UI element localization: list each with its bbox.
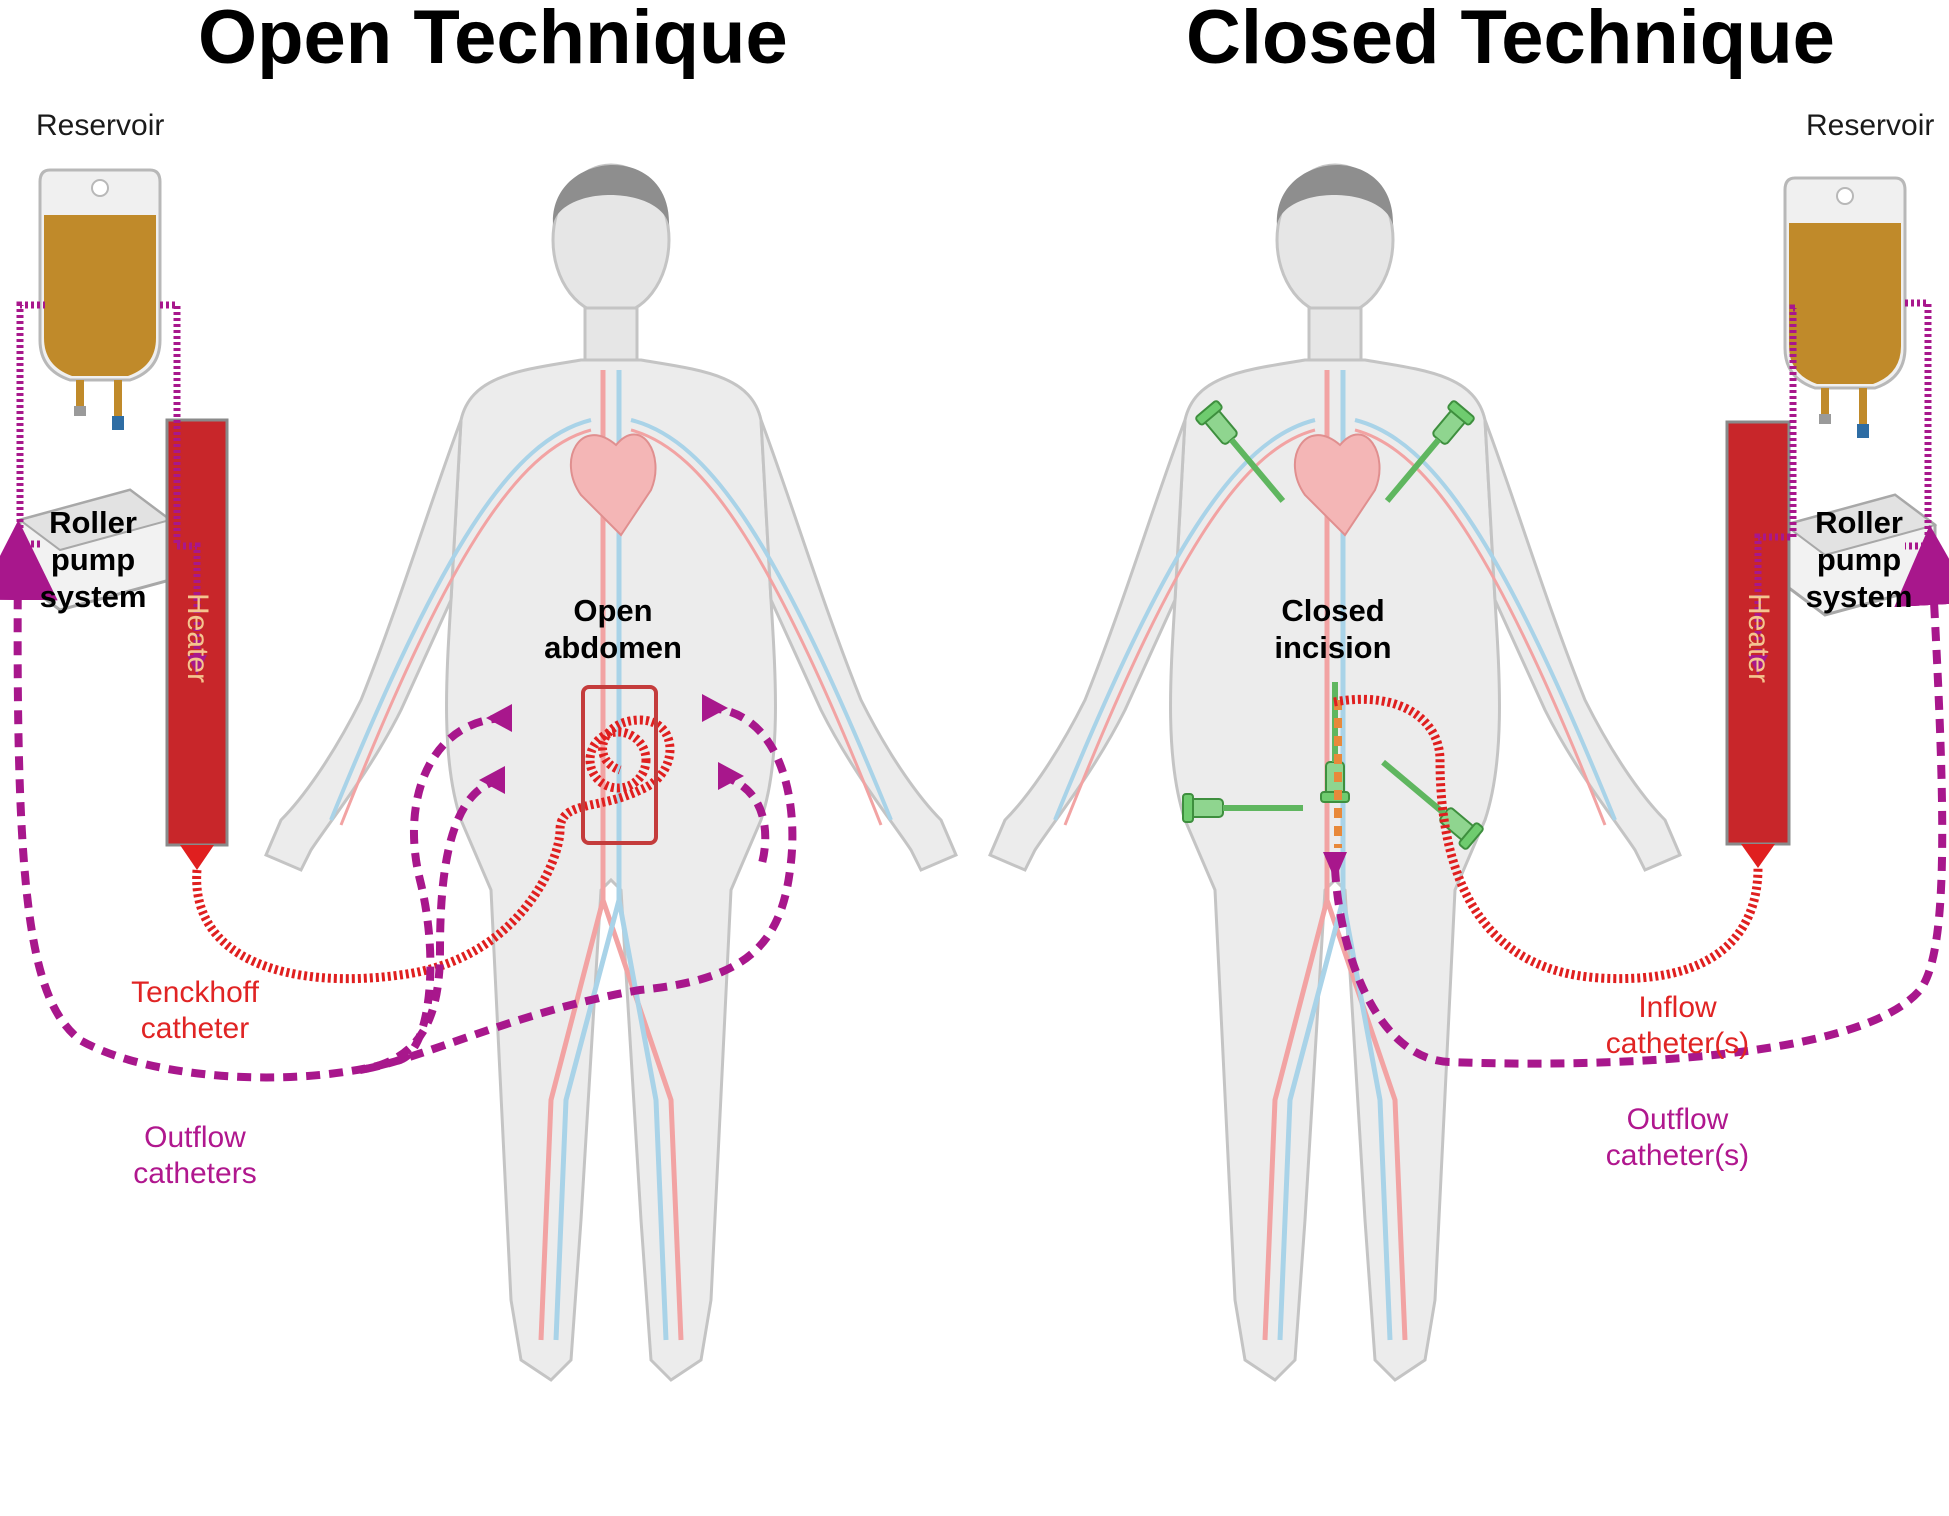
- reservoir-bag-icon-closed: [1783, 176, 1907, 440]
- tenckhoff-catheter-label: Tenckhoff catheter: [131, 976, 259, 1045]
- outflow-catheters-label-closed: Outflow catheter(s): [1605, 1103, 1750, 1172]
- line-reservoir-left-open: [16, 301, 45, 548]
- pump-label-closed: Roller pump system: [1805, 505, 1913, 615]
- outflow-catheter-4-open: [720, 772, 770, 872]
- outflow-catheter-2-open: [359, 776, 502, 1074]
- drain-tip-2-open: [479, 766, 505, 794]
- reservoir-label-closed: Reservoir: [1806, 109, 1935, 142]
- heater-outlet-closed: [1741, 844, 1775, 868]
- outflow-catheter-3-open: [359, 704, 797, 1074]
- catheter-coil: [585, 727, 651, 793]
- open-abdomen-label: Open abdomen: [544, 593, 682, 666]
- heater-label-open: Heater: [181, 593, 214, 684]
- drain-tip-1-open: [486, 704, 512, 732]
- pump-label-open: Roller pump system: [39, 505, 147, 615]
- line-pump-to-heater-open: [160, 301, 201, 655]
- tenckhoff-catheter-line: [192, 715, 675, 984]
- line-pump-to-heater-closed: [1754, 304, 1797, 655]
- title-open-technique: Open Technique: [198, 0, 788, 80]
- human-body-open: [266, 165, 956, 1380]
- drain-tip-4-open: [718, 762, 744, 790]
- reservoir-label-open: Reservoir: [36, 109, 165, 142]
- reservoir-bag-icon-open: [38, 168, 162, 432]
- heater-unit-open: [165, 418, 229, 847]
- outflow-catheter-1-open: [0, 520, 506, 1082]
- title-closed-technique: Closed Technique: [1186, 0, 1835, 80]
- open-abdomen-box: [581, 685, 658, 845]
- drain-tip-3-open: [702, 694, 728, 722]
- inflow-catheter-label: Inflow catheter(s): [1605, 991, 1750, 1060]
- heater-label-closed: Heater: [1742, 593, 1775, 684]
- outflow-catheter-line-closed: [1331, 525, 1949, 1068]
- outflow-catheters-label-open: Outflow catheters: [133, 1121, 257, 1190]
- closed-incision-label: Closed incision: [1274, 593, 1392, 666]
- drain-tip-closed: [1323, 852, 1347, 880]
- heater-outlet-open: [180, 845, 214, 870]
